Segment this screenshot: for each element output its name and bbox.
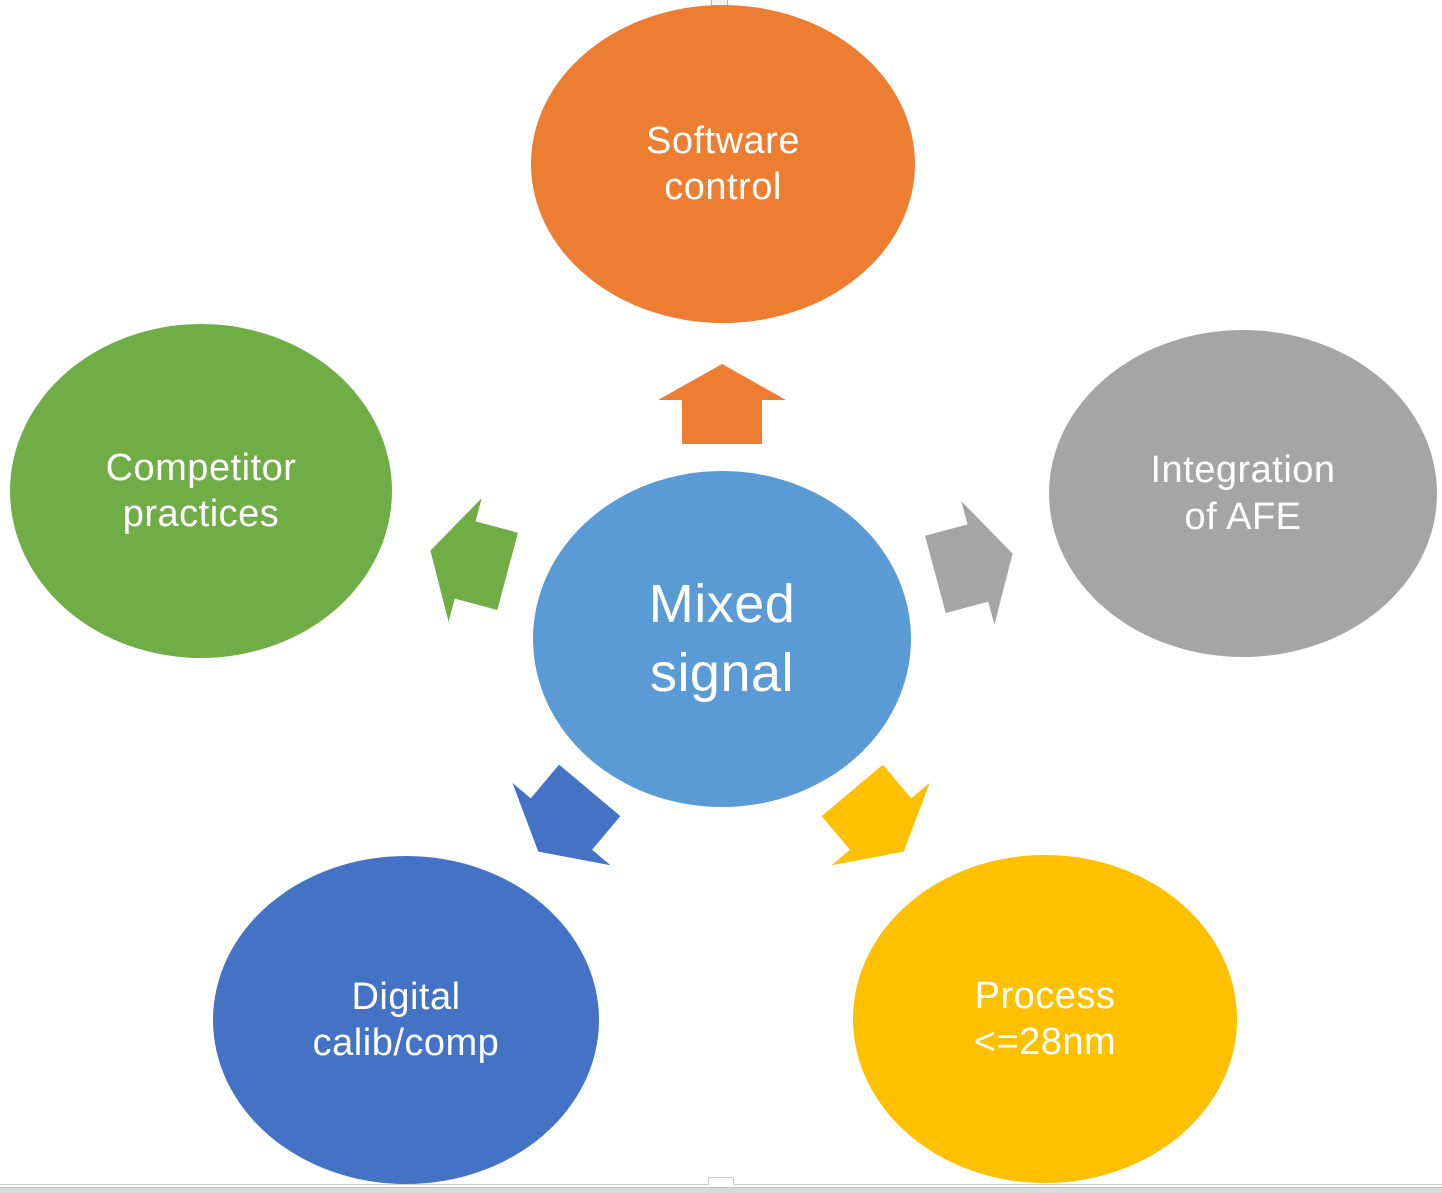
arrow-integration-of-afe[interactable] [919,492,1029,636]
arrow-competitor-practices[interactable] [414,489,524,633]
node-mixed-signal-label: Mixed signal [648,573,796,703]
node-digital-calib-comp[interactable]: Digital calib/comp [213,856,599,1184]
node-competitor-practices-label: Competitor practices [105,446,297,535]
node-software-control-label: Software control [646,119,800,208]
arrow-process-28nm[interactable] [803,749,952,893]
node-process-28nm-label: Process <=28nm [973,974,1117,1063]
node-competitor-practices[interactable]: Competitor practices [10,324,392,658]
node-integration-of-afe-label: Integration of AFE [1150,449,1336,538]
arrow-software-control[interactable] [658,364,786,444]
node-digital-calib-comp-label: Digital calib/comp [312,975,500,1064]
horizontal-scrollbar[interactable] [0,1187,1442,1193]
scrollbar-drag-handle[interactable] [708,1177,734,1185]
arrow-digital-calib-comp[interactable] [489,749,638,893]
node-software-control[interactable]: Software control [531,5,915,323]
node-integration-of-afe[interactable]: Integration of AFE [1049,330,1437,657]
node-mixed-signal[interactable]: Mixed signal [533,471,911,807]
node-process-28nm[interactable]: Process <=28nm [853,855,1237,1183]
